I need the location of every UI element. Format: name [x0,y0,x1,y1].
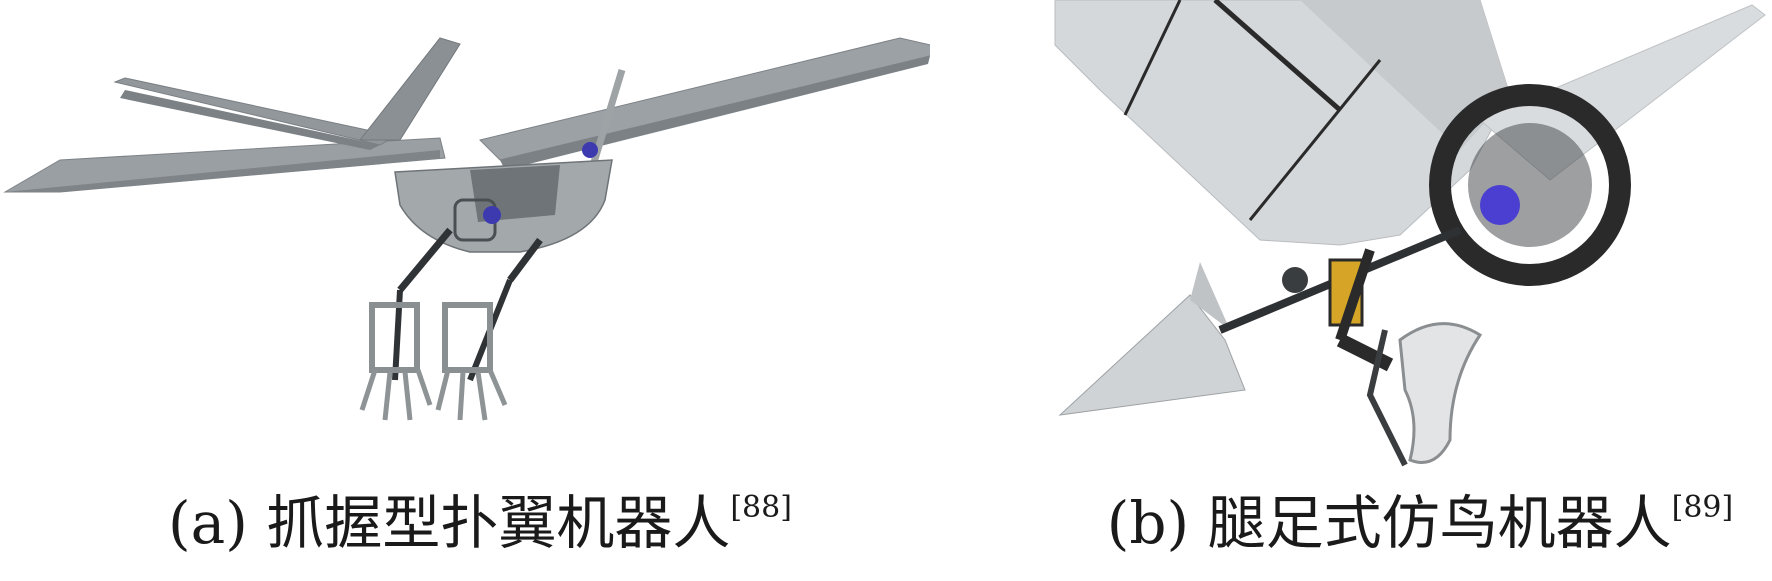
caption-a-ref: [88] [730,490,792,525]
rod-joint [1282,267,1308,293]
caption-b: (b) 腿足式仿鸟机器人[89] [1070,488,1770,558]
tail [1058,294,1246,416]
wing-rib-2 [1248,59,1382,221]
caption-b-prefix: (b) [1106,489,1190,557]
claw-linkage [1366,329,1408,467]
leg-lower [1336,333,1394,372]
gripper-claws [359,369,508,421]
tail-fin [358,37,461,141]
leg-left-upper [397,227,453,293]
caption-b-text: 腿足式仿鸟机器人 [1207,489,1672,557]
left-wing-edge [5,150,440,192]
motor-blue-2 [582,142,598,158]
right-wing-edge [500,56,930,170]
figure-panel-b: (b) 腿足式仿鸟机器人[89] [1040,0,1772,581]
drive-hub [1468,123,1592,247]
drive-wheel [1429,84,1631,286]
tail-left-edge [120,90,380,150]
figure-panel-a: (a) 抓握型扑翼机器人[88] [3,37,930,558]
legged-bird-robot-illustration [1054,0,1766,467]
caption-a: (a) 抓握型扑翼机器人[88] [130,488,830,558]
gripper-frame-left [369,302,420,373]
caption-a-prefix: (a) [168,489,248,557]
wing-spar [1213,0,1342,112]
caption-a-text: 抓握型扑翼机器人 [266,489,731,557]
tail-fin [1190,262,1230,330]
claw-foot [1398,322,1483,464]
grasping-flapping-wing-robot-illustration [3,37,930,421]
right-wing [479,37,930,161]
motor-blue-1 [483,206,501,224]
tail-left [113,77,397,146]
wing-rib-1 [1123,0,1182,116]
motor-blue [1480,185,1520,225]
left-wing [3,137,446,193]
leg-upper [1335,248,1375,342]
caption-b-ref: [89] [1671,490,1734,525]
main-wing-panel [1300,0,1510,150]
gripper-frame-right [442,302,493,373]
leg-right-upper [507,237,543,283]
